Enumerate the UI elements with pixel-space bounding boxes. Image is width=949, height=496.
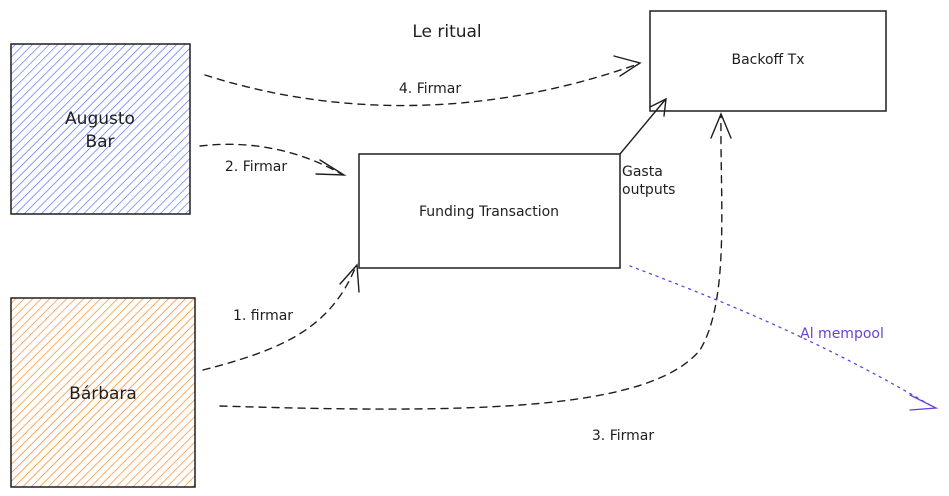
node-funding-box: [358, 153, 621, 269]
node-funding[interactable]: Funding Transaction: [358, 153, 621, 269]
edge-spends[interactable]: Gasta outputs: [619, 97, 675, 198]
edge-sign3-line: [219, 115, 723, 410]
edge-sign1-arrowhead: [339, 263, 360, 293]
edge-sign3-arrowhead: [710, 112, 732, 139]
edge-sign4-arrowhead: [613, 55, 642, 77]
edge-sign2-label: 2. Firmar: [225, 159, 287, 175]
edge-mempool-label: Al mempool: [800, 326, 884, 342]
edge-mempool-line: [629, 265, 936, 409]
edge-spends-line: [619, 99, 666, 155]
node-augusto-label-line1: Augusto: [65, 109, 135, 129]
node-funding-label: Funding Transaction: [419, 204, 559, 220]
node-barbara-box: [10, 297, 196, 488]
node-barbara[interactable]: Bárbara: [10, 297, 196, 488]
edge-mempool[interactable]: Al mempool: [629, 265, 939, 411]
node-backoff-label: Backoff Tx: [732, 52, 805, 68]
edge-spends-label-line2: outputs: [622, 182, 675, 198]
edge-sign4-line: [204, 63, 639, 107]
diagram-title: Le ritual: [412, 22, 481, 42]
edge-sign4[interactable]: 4. Firmar: [204, 55, 642, 107]
edge-sign4-label: 4. Firmar: [399, 81, 461, 97]
node-barbara-label: Bárbara: [69, 384, 137, 404]
node-backoff-box: [649, 10, 887, 112]
edge-sign3[interactable]: 3. Firmar: [219, 112, 732, 444]
node-augusto[interactable]: Augusto Bar: [10, 43, 191, 215]
edge-sign2-arrowhead: [315, 159, 347, 176]
node-backoff[interactable]: Backoff Tx: [649, 10, 887, 112]
edge-mempool-arrowhead: [909, 394, 939, 411]
edge-sign2[interactable]: 2. Firmar: [199, 143, 347, 176]
edge-spends-label-line1: Gasta: [622, 164, 663, 180]
edge-spends-arrowhead: [649, 97, 667, 117]
node-augusto-box: [10, 43, 191, 215]
edge-sign3-label: 3. Firmar: [592, 428, 654, 444]
edge-sign1[interactable]: 1. firmar: [202, 263, 360, 371]
edge-sign1-label: 1. firmar: [233, 308, 293, 324]
node-augusto-label-line2: Bar: [85, 132, 114, 152]
edge-sign1-line: [202, 265, 357, 371]
edge-sign2-line: [199, 143, 344, 176]
